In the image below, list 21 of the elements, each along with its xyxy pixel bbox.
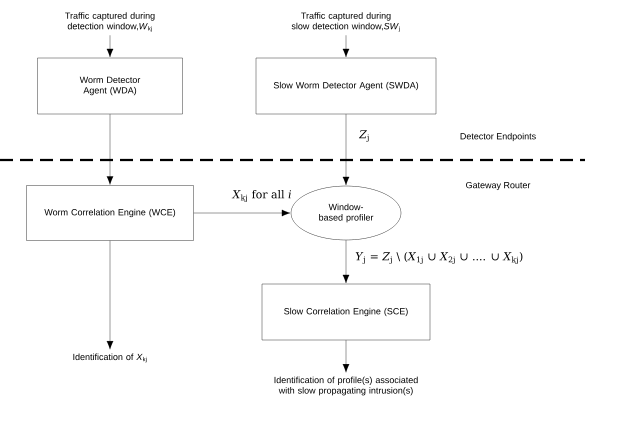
process-box: Worm Correlation Engine (WCE) [26, 185, 194, 241]
process-box: Worm Detector Agent (WDA) [37, 58, 183, 114]
arrow [342, 340, 350, 372]
zone-label: Gateway Router [466, 182, 530, 190]
arrow [342, 240, 350, 284]
arrow [106, 114, 114, 185]
caption-text: Identification of profile(s) associated with slow propagating intrusion(s) [274, 376, 418, 396]
edge-label: X$_{kj}$ for all i [231, 188, 293, 204]
arrow [194, 210, 290, 216]
caption-text: Traffic captured during detection window,W$_{kj}$ [65, 12, 155, 32]
arrow [342, 35, 350, 58]
process-box: Slow Correlation Engine (SCE) [262, 284, 430, 340]
zone-label: Detector Endpoints [460, 132, 536, 142]
process-box: Slow Worm Detector Agent (SWDA) [256, 58, 436, 114]
edge-label: Z$_{j}$ [358, 129, 371, 143]
arrow [106, 240, 114, 350]
arrow [106, 35, 114, 58]
caption-text: Traffic captured during slow detection window,SW$_{j}$ [292, 12, 400, 32]
caption-text: Identification of X$_{kj}$ [73, 354, 147, 362]
arrow [342, 114, 350, 186]
edge-label: Y$_{j}$ = Z$_{j}$ \ (X$_{1j}$ ∪ X$_{2j}$ ∪ .... ∪ X$_{kj}$) [354, 250, 524, 266]
